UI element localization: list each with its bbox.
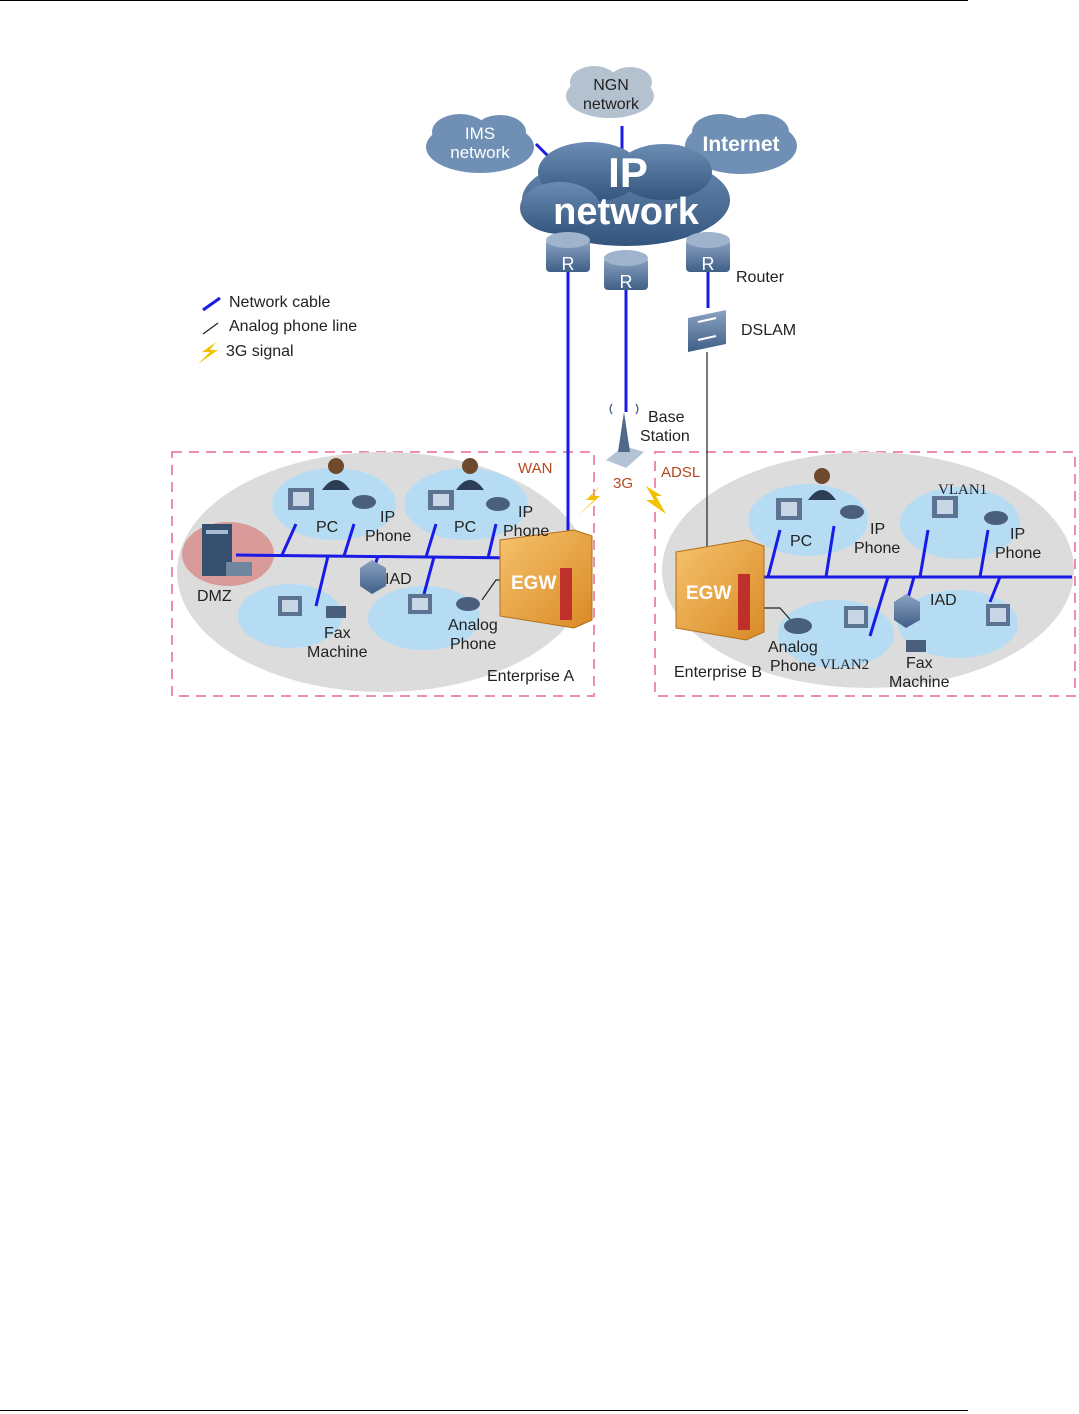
router-right-letter: R (702, 254, 715, 274)
wan-label: WAN (518, 460, 552, 477)
legend-3g-icon (198, 342, 218, 364)
router-left-letter: R (562, 254, 575, 274)
b-ip-phone2-line1: IP (1010, 526, 1025, 543)
base-station-label-line1: Base (648, 409, 685, 426)
egw-b-label: EGW (686, 583, 731, 604)
a-fax-line1: Fax (324, 625, 351, 642)
b-analog-phone-line1: Analog (768, 639, 818, 656)
footer-rule (0, 1410, 968, 1411)
ims-label-line1: IMS (465, 124, 495, 143)
egw-a-label: EGW (511, 573, 556, 594)
adsl-label: ADSL (661, 464, 700, 481)
b-vlan1-label: VLAN1 (938, 482, 987, 498)
legend-analog-line-swatch (203, 323, 218, 334)
router-label: Router (736, 269, 785, 286)
a-analog-phone-line1: Analog (448, 617, 498, 634)
a-analog-phone-line2: Phone (450, 636, 496, 653)
a-pc2-label: PC (454, 519, 476, 536)
legend-network-cable-label: Network cable (229, 294, 330, 311)
a-iad-label: IAD (385, 571, 412, 588)
a-fax-line2: Machine (307, 644, 368, 661)
b-pc-label: PC (790, 533, 812, 550)
dmz-label: DMZ (197, 588, 232, 605)
legend-network-cable-swatch (203, 298, 220, 310)
ngn-label-line1: NGN (593, 77, 629, 94)
internet-label: Internet (702, 133, 779, 156)
legend-3g-label: 3G signal (226, 343, 294, 360)
ims-label-line2: network (450, 143, 510, 162)
enterprise-a-label: Enterprise A (487, 668, 574, 685)
ngn-label-line2: network (583, 96, 640, 113)
link-3g-label: 3G (613, 475, 633, 492)
network-label: network (553, 191, 700, 233)
b-ip-phone2-line2: Phone (995, 545, 1041, 562)
base-station-label-line2: Station (640, 428, 690, 445)
a-ip-phone1-line2: Phone (365, 528, 411, 545)
b-analog-phone-line2: Phone (770, 658, 816, 675)
b-fax-line1: Fax (906, 655, 933, 672)
a-ip-phone1-line1: IP (380, 509, 395, 526)
dslam-label: DSLAM (741, 322, 796, 339)
b-ip-phone1-line2: Phone (854, 540, 900, 557)
a-ip-phone2-line1: IP (518, 504, 533, 521)
b-iad-label: IAD (930, 592, 957, 609)
base-station-icon (606, 404, 644, 468)
router-center-letter: R (620, 272, 633, 292)
ip-label: IP (608, 149, 648, 196)
legend-analog-line-label: Analog phone line (229, 318, 357, 335)
b-vlan2-label: VLAN2 (820, 657, 869, 673)
a-pc1-label: PC (316, 519, 338, 536)
b-fax-line2: Machine (889, 674, 950, 691)
enterprise-b-label: Enterprise B (674, 664, 762, 681)
network-diagram: NGN network IMS network Internet IP netw… (0, 0, 1079, 710)
b-ip-phone1-line1: IP (870, 521, 885, 538)
dslam-icon (688, 310, 726, 352)
a-ip-phone2-line2: Phone (503, 523, 549, 540)
